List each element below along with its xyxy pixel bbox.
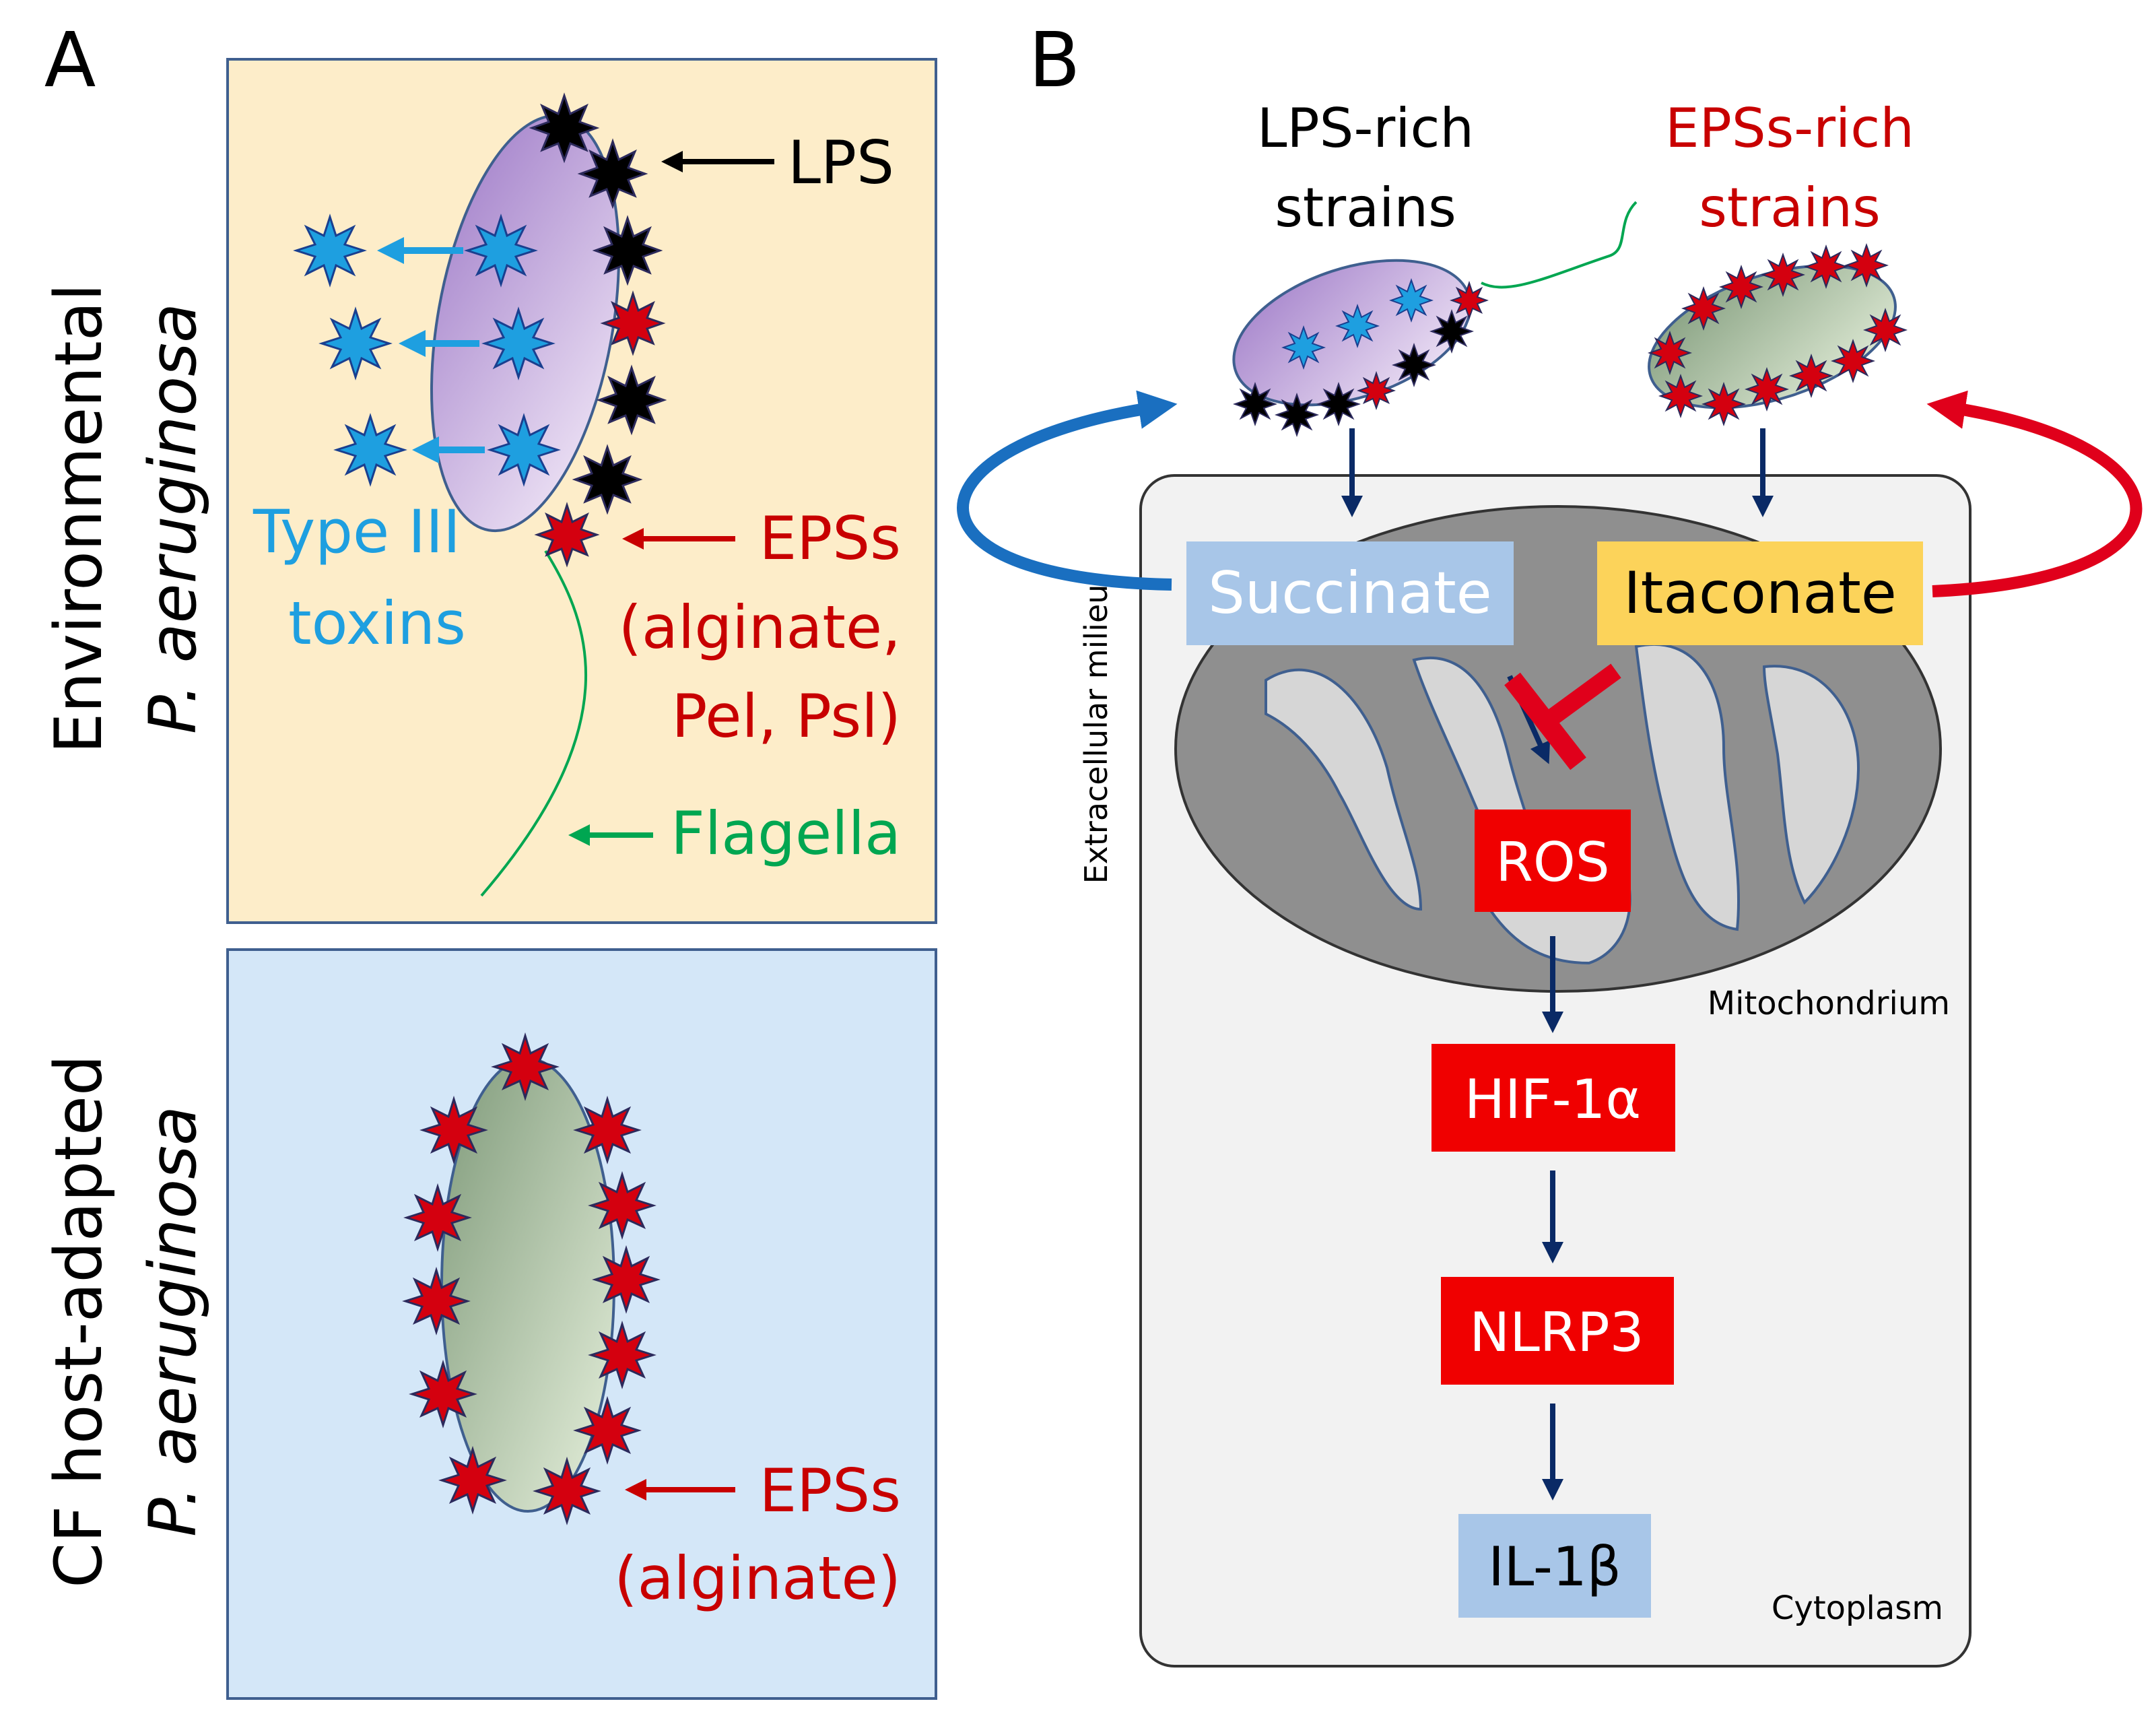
toxin-star-icon	[487, 413, 561, 487]
eps-star-icon	[1681, 286, 1726, 331]
eps-star-icon	[600, 290, 666, 356]
cytoplasm-label: Cytoplasm	[1772, 1589, 1943, 1627]
ros-label: ROS	[1495, 831, 1609, 894]
hif-box	[1431, 1044, 1675, 1152]
lps-star-icon	[1232, 381, 1278, 427]
toxin-star-icon	[464, 213, 538, 288]
il1b-box	[1458, 1514, 1651, 1618]
lps-star-icon	[1391, 342, 1437, 388]
ros-box	[1475, 810, 1631, 912]
succinate-box	[1186, 541, 1514, 645]
eps-star-icon	[1701, 381, 1747, 427]
eps-star-icon	[1788, 353, 1834, 399]
lps-star-icon	[577, 138, 648, 209]
nlrp3-box	[1441, 1277, 1674, 1385]
eps-star-icon	[533, 1456, 601, 1525]
eps-star-icon	[588, 1170, 656, 1240]
eps-star-icon	[402, 1266, 471, 1335]
toxin-star-icon	[481, 306, 555, 381]
itaconate-inhibition-line	[1541, 663, 1621, 729]
toxin-star-icon	[1335, 303, 1380, 349]
toxin-star-icon	[293, 213, 367, 288]
eps-star-icon	[1718, 264, 1764, 310]
eps-star-icon	[1647, 330, 1693, 376]
panel-a-letter: A	[44, 17, 96, 104]
eps-star-icon	[1862, 307, 1908, 353]
environmental-row-label: Environmental P. aeruginosa	[41, 284, 211, 754]
eps-star-icon	[573, 1395, 642, 1465]
extracellular-label: Extracellular milieu	[1078, 585, 1114, 884]
hif-label: HIF-1α	[1464, 1068, 1641, 1131]
succinate-feedback-arrow	[957, 390, 1178, 591]
lps-star-icon	[1429, 308, 1475, 354]
eps-label-line3: Pel, Psl)	[671, 682, 901, 751]
lps-star-icon	[592, 215, 663, 286]
mitochondrion-crista	[1634, 642, 1740, 931]
eps-star-icon	[588, 1320, 656, 1389]
eps-label-line1: EPSs	[760, 504, 901, 573]
toxin-star-icon	[1388, 277, 1434, 323]
cf-row-label: CF host-adapted P. aeruginosa	[41, 1055, 211, 1588]
toxin-star-icon	[318, 306, 393, 381]
eps-star-icon	[1803, 244, 1849, 290]
lps-label: LPS	[788, 128, 894, 197]
lps-star-icon	[572, 444, 643, 515]
itaconate-box	[1597, 541, 1923, 645]
environmental-label-line2: P. aeruginosa	[135, 303, 211, 734]
eps-star-icon	[419, 1095, 488, 1164]
nlrp3-label: NLRP3	[1469, 1301, 1644, 1364]
flagella-label: Flagella	[671, 799, 901, 868]
eps-star-icon	[403, 1183, 472, 1252]
eps-star-icon	[491, 1032, 560, 1101]
eps-star-icon	[1760, 252, 1806, 298]
type3-toxins-label-line1: Type III	[252, 497, 461, 566]
lps-strain-flagellum	[1481, 201, 1638, 289]
eps-star-icon	[438, 1445, 507, 1515]
eps-label-line2: (alginate,	[619, 593, 901, 662]
lps-star-icon	[596, 364, 667, 436]
il1b-label: IL-1β	[1488, 1536, 1621, 1598]
eps-star-icon	[1830, 338, 1876, 384]
cf-label-line2: P. aeruginosa	[135, 1106, 211, 1537]
type3-toxins-label-line2: toxins	[288, 589, 466, 658]
cf-eps-label-line2: (alginate)	[614, 1544, 901, 1613]
succinate-label: Succinate	[1208, 560, 1491, 627]
cf-eps-label-line1: EPSs	[760, 1456, 901, 1525]
lps-strains-label-line1: LPS-rich	[1257, 97, 1474, 160]
eps-star-icon	[1357, 370, 1396, 410]
mitochondrion-crista	[1762, 665, 1860, 905]
eps-star-icon	[1844, 242, 1889, 288]
lps-strains-label-line2: strains	[1275, 176, 1456, 239]
flagellum-line	[480, 550, 587, 897]
itaconate-label: Itaconate	[1623, 560, 1897, 627]
mitochondrion-crista	[1265, 668, 1423, 911]
lps-star-icon	[1316, 381, 1361, 427]
eps-star-icon	[1658, 373, 1704, 419]
eps-star-icon	[1450, 280, 1489, 320]
itaconate-feedback-arrow	[1926, 390, 2143, 597]
mitochondrion-label: Mitochondrium	[1708, 985, 1950, 1022]
eps-strains-label-line2: strains	[1699, 176, 1881, 239]
eps-star-icon	[1744, 366, 1790, 412]
eps-star-icon	[534, 502, 600, 568]
environmental-label-line1: Environmental	[41, 284, 116, 754]
extracellular-label-group: Extracellular milieu	[1078, 585, 1114, 884]
eps-star-icon	[573, 1095, 642, 1164]
eps-strains-label-line1: EPSs-rich	[1665, 97, 1914, 160]
eps-star-icon	[592, 1245, 661, 1314]
lps-star-icon	[529, 92, 600, 164]
panel-b-letter: B	[1029, 17, 1081, 104]
eps-star-icon	[409, 1359, 477, 1428]
cf-label-line1: CF host-adapted	[41, 1055, 116, 1588]
toxin-star-icon	[1281, 325, 1326, 370]
toxin-star-icon	[333, 413, 407, 487]
lps-star-icon	[1274, 392, 1320, 438]
itaconate-inhibition-bar	[1504, 672, 1586, 770]
